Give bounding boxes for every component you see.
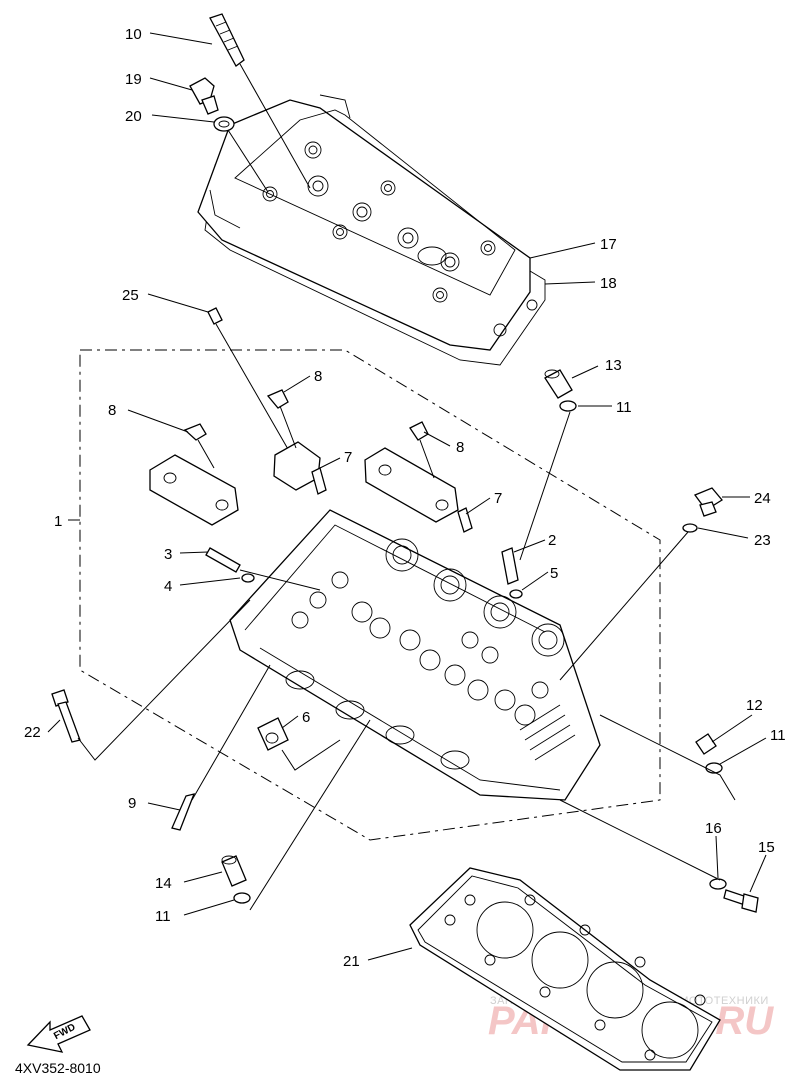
- washer-4: [509, 589, 523, 599]
- stud-bolt-3: [205, 547, 321, 591]
- label-21: 21: [343, 953, 360, 970]
- label-9: 9: [128, 795, 136, 812]
- label-19: 19: [125, 71, 142, 88]
- label-7-left: 7: [344, 449, 352, 466]
- label-8-right: 8: [456, 439, 464, 456]
- label-17: 17: [600, 236, 617, 253]
- washer-11-right: [599, 714, 736, 801]
- label-6: 6: [302, 709, 310, 726]
- label-25: 25: [122, 287, 139, 304]
- assembly-boundary: [79, 349, 661, 841]
- label-3: 3: [164, 546, 172, 563]
- dowel-pin: [207, 307, 301, 471]
- label-18: 18: [600, 275, 617, 292]
- cover-bolt: [189, 77, 219, 115]
- bolt-22: [51, 599, 251, 761]
- diagram-code: 4XV352-8010: [15, 1060, 101, 1076]
- fitting-13: [544, 369, 573, 399]
- label-15: 15: [758, 839, 775, 856]
- label-11-top: 11: [616, 399, 632, 416]
- label-7-right: 7: [494, 490, 502, 507]
- label-11-bottom: 11: [155, 908, 171, 925]
- gasket-23: [559, 523, 698, 681]
- washer-11-top: [519, 400, 577, 561]
- part-labels: 10 19 20 17 18 25 8 8 8 7 7 13 11 24 23 …: [24, 26, 786, 970]
- label-1: 1: [54, 513, 62, 530]
- label-8-left: 8: [108, 402, 116, 419]
- leader-lines: [47, 32, 767, 961]
- label-16: 16: [705, 820, 722, 837]
- label-24: 24: [754, 490, 771, 507]
- label-20: 20: [125, 108, 142, 125]
- plug-6: [257, 717, 341, 771]
- cover-washer: [213, 116, 269, 193]
- label-8-center: 8: [314, 368, 322, 385]
- spark-plug: [209, 13, 311, 189]
- label-23: 23: [754, 532, 771, 549]
- head-gasket: [409, 867, 721, 1071]
- forward-arrow-icon: FWD: [26, 1015, 91, 1053]
- label-4: 5: [550, 565, 558, 582]
- label-22: 22: [24, 724, 41, 741]
- bolt-15: [559, 799, 759, 913]
- cylinder-head-cover: [197, 94, 546, 366]
- label-12: 12: [746, 697, 763, 714]
- label-14: 14: [155, 875, 172, 892]
- camshaft-cap-center: [266, 389, 327, 495]
- label-2: 2: [548, 532, 556, 549]
- camshaft-cap-right: [364, 421, 473, 533]
- stud-bolt-2: [501, 547, 519, 585]
- cylinder-head: [229, 509, 601, 801]
- stud-bolt-9: [171, 664, 271, 831]
- label-13: 13: [605, 357, 622, 374]
- label-5: 4: [164, 578, 172, 595]
- bolt-12: [695, 733, 717, 755]
- fitting-24: [693, 487, 723, 517]
- camshaft-cap-left: [149, 423, 239, 526]
- washer-16: [709, 878, 727, 890]
- fitting-14: [221, 855, 247, 887]
- label-10: 10: [125, 26, 142, 43]
- washer-5: [241, 573, 255, 583]
- washer-11-bottom: [233, 719, 371, 911]
- label-11-right: 11: [770, 727, 786, 744]
